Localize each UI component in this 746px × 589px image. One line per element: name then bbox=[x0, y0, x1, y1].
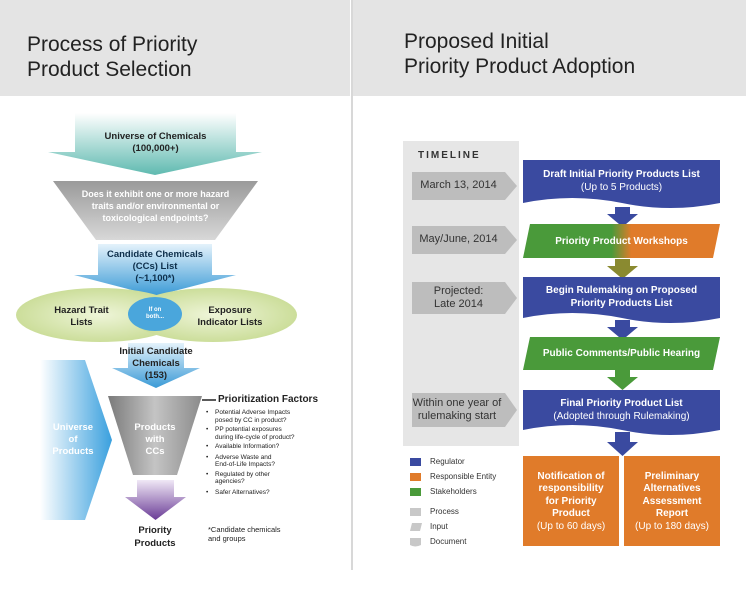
initial-candidate-arrow bbox=[112, 343, 200, 388]
universe-products-arrow bbox=[40, 360, 112, 520]
candidate-chemicals-arrow bbox=[74, 244, 236, 296]
step-4-shape bbox=[523, 337, 720, 370]
legend-document-swatch bbox=[410, 538, 421, 547]
step-5-text: Final Priority Product List (Adopted thr… bbox=[553, 398, 690, 422]
overlap-oval bbox=[128, 297, 182, 331]
initial-candidate-label: Initial Candidate Chemicals (153) bbox=[119, 346, 193, 381]
legend-regulator-swatch bbox=[410, 458, 421, 466]
timeline-date-2: May/June, 2014 bbox=[419, 233, 498, 245]
final-right-box bbox=[624, 456, 720, 546]
priority-products-arrow bbox=[125, 480, 186, 520]
timeline-date-4: Within one year of rulemaking start bbox=[412, 397, 502, 422]
universe-chemicals-arrow bbox=[48, 113, 262, 175]
factor-item: •Adverse Waste and End-of-Life Impacts? bbox=[206, 453, 275, 469]
legend-document-label: Document bbox=[430, 537, 467, 546]
legend-regulator-label: Regulator bbox=[430, 457, 465, 466]
step-2-text: Priority Product Workshops bbox=[555, 235, 688, 247]
factors-list: •Potential Adverse Impacts posed by CC i… bbox=[206, 409, 336, 496]
step-1-text: Draft Initial Priority Products List (Up… bbox=[543, 169, 700, 193]
factors-title: Prioritization Factors bbox=[218, 394, 319, 405]
flow-arrow-3 bbox=[607, 320, 638, 340]
timeline-date-3: Projected: Late 2014 bbox=[433, 285, 484, 310]
footnote: *Candidate chemicals and groups bbox=[208, 525, 281, 543]
flow-arrow-2 bbox=[607, 259, 638, 279]
final-left-box bbox=[523, 456, 619, 546]
universe-chemicals-label: Universe of Chemicals (100,000+) bbox=[104, 131, 207, 154]
flow-arrow-4 bbox=[607, 370, 638, 390]
flow-arrow-5 bbox=[607, 432, 638, 456]
hazard-trait-lists-label: Hazard Trait Lists bbox=[54, 305, 109, 328]
legend-responsible-label: Responsible Entity bbox=[430, 472, 497, 481]
candidate-chemicals-label: Candidate Chemicals (CCs) List (~1,100*) bbox=[106, 249, 204, 284]
left-header-band bbox=[0, 0, 350, 96]
step-4-text: Public Comments/Public Hearing bbox=[542, 348, 701, 359]
final-left-text: Notification of responsibility for Prior… bbox=[536, 470, 606, 532]
legend-process-label: Process bbox=[430, 507, 459, 516]
flow-arrow-1 bbox=[607, 207, 638, 227]
timeline-heading: TIMELINE bbox=[418, 150, 481, 161]
products-funnel bbox=[108, 396, 202, 475]
final-right-text: Preliminary Alternatives Assessment Repo… bbox=[635, 470, 709, 532]
factor-item: •Safer Alternatives? bbox=[206, 488, 270, 496]
if-on-both-label: If on both... bbox=[146, 307, 164, 320]
legend-input-swatch bbox=[410, 523, 422, 531]
step-3-shape bbox=[523, 277, 720, 323]
hazard-filter-trapezoid bbox=[53, 181, 258, 240]
step-3-text: Begin Rulemaking on Proposed Priority Pr… bbox=[545, 285, 698, 309]
products-with-ccs-label: Products with CCs bbox=[134, 422, 176, 457]
hazard-question-label: Does it exhibit one or more hazard trait… bbox=[81, 189, 230, 223]
timeline-date-1: March 13, 2014 bbox=[420, 179, 497, 191]
legend-process-swatch bbox=[410, 508, 421, 516]
step-1-shape bbox=[523, 160, 720, 208]
timeline-arrow-3 bbox=[412, 282, 517, 314]
priority-products-label: Priority Products bbox=[134, 525, 176, 549]
left-title: Process of Priority Product Selection bbox=[27, 33, 198, 81]
legend-stakeholders-swatch bbox=[410, 488, 421, 496]
right-header-band bbox=[353, 0, 746, 96]
timeline-arrow-4 bbox=[412, 393, 517, 427]
factor-item: •PP potential exposures during life-cycl… bbox=[206, 426, 295, 441]
exposure-indicator-label: Exposure Indicator Lists bbox=[197, 305, 263, 328]
factor-item: •Regulated by other agencies? bbox=[206, 470, 270, 486]
panel-divider bbox=[351, 0, 353, 570]
legend-input-label: Input bbox=[430, 522, 448, 531]
timeline-arrow-2 bbox=[412, 226, 517, 254]
timeline-arrow-1 bbox=[412, 172, 517, 200]
step-5-shape bbox=[523, 390, 720, 435]
right-title: Proposed Initial Priority Product Adopti… bbox=[404, 30, 636, 78]
legend-responsible-swatch bbox=[410, 473, 421, 481]
universe-products-label: Universe of Products bbox=[52, 422, 94, 457]
step-2-shape bbox=[523, 224, 720, 258]
factor-item: •Available Information? bbox=[206, 443, 280, 450]
legend-stakeholders-label: Stakeholders bbox=[430, 487, 477, 496]
factor-item: •Potential Adverse Impacts posed by CC i… bbox=[206, 409, 291, 424]
